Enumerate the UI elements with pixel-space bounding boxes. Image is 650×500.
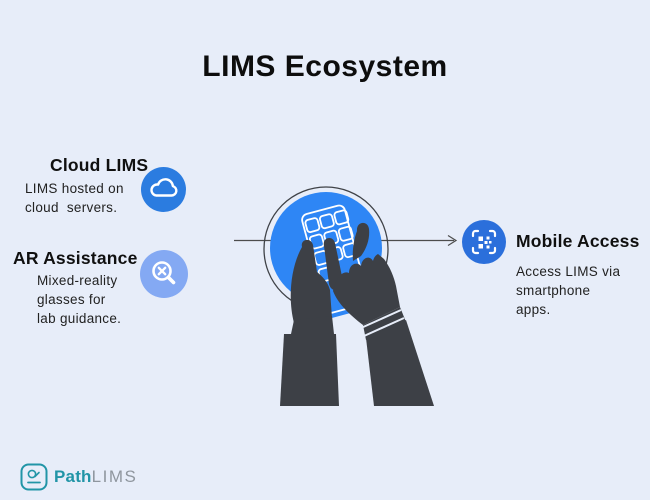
brand-name-bold: Path bbox=[54, 467, 92, 486]
cloud-icon bbox=[141, 167, 186, 212]
left-sleeve bbox=[280, 334, 339, 406]
index-finger bbox=[323, 237, 344, 291]
thumb bbox=[352, 222, 370, 261]
mobile-access-description: Access LIMS via smartphone apps. bbox=[516, 264, 621, 317]
ar-assistance-heading: AR Assistance bbox=[13, 248, 138, 268]
brand-name-light: LIMS bbox=[91, 467, 138, 486]
left-hand bbox=[280, 239, 339, 406]
qr-scan-icon bbox=[462, 220, 506, 264]
lab-badge-icon bbox=[20, 463, 48, 491]
mobile-access-heading: Mobile Access bbox=[516, 231, 640, 251]
page-title: LIMS Ecosystem bbox=[202, 50, 448, 83]
hands-holding-smartphone-illustration bbox=[263, 186, 434, 406]
brand-logo: PathLIMS bbox=[20, 463, 137, 491]
cuff-lines bbox=[360, 309, 405, 337]
cloud-lims-heading: Cloud LIMS bbox=[50, 155, 149, 175]
ar-assistance-description: Mixed-reality glasses for lab guidance. bbox=[37, 273, 122, 326]
cloud-lims-description: LIMS hosted on cloud servers. bbox=[25, 181, 124, 215]
magnifier-x-icon bbox=[140, 250, 188, 298]
brand-name: PathLIMS bbox=[54, 463, 137, 491]
right-hand bbox=[323, 222, 434, 406]
right-sleeve bbox=[366, 320, 434, 406]
